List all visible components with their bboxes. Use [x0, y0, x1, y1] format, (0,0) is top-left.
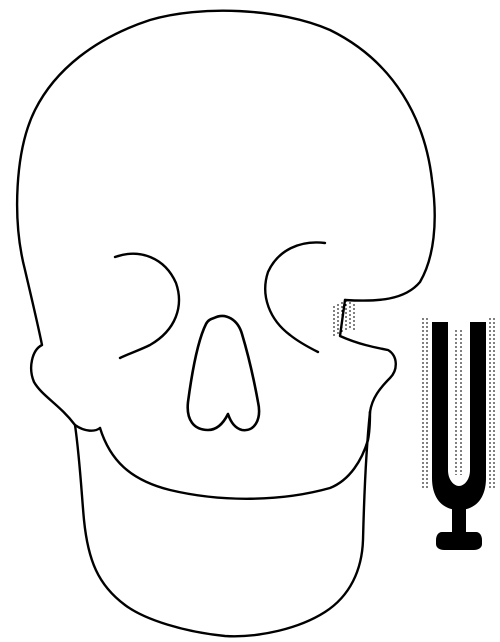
tuning-fork-stem: [452, 508, 466, 534]
tuning-fork-prongs: [432, 322, 486, 510]
right-orbit: [265, 242, 325, 352]
skull: [17, 11, 435, 637]
tuning-fork: [423, 318, 494, 550]
nasal-aperture: [188, 316, 259, 430]
right-zygoma-outline: [340, 300, 396, 412]
left-orbit: [115, 254, 179, 358]
tuning-fork-base: [436, 532, 482, 550]
mandible-outline: [75, 412, 370, 636]
